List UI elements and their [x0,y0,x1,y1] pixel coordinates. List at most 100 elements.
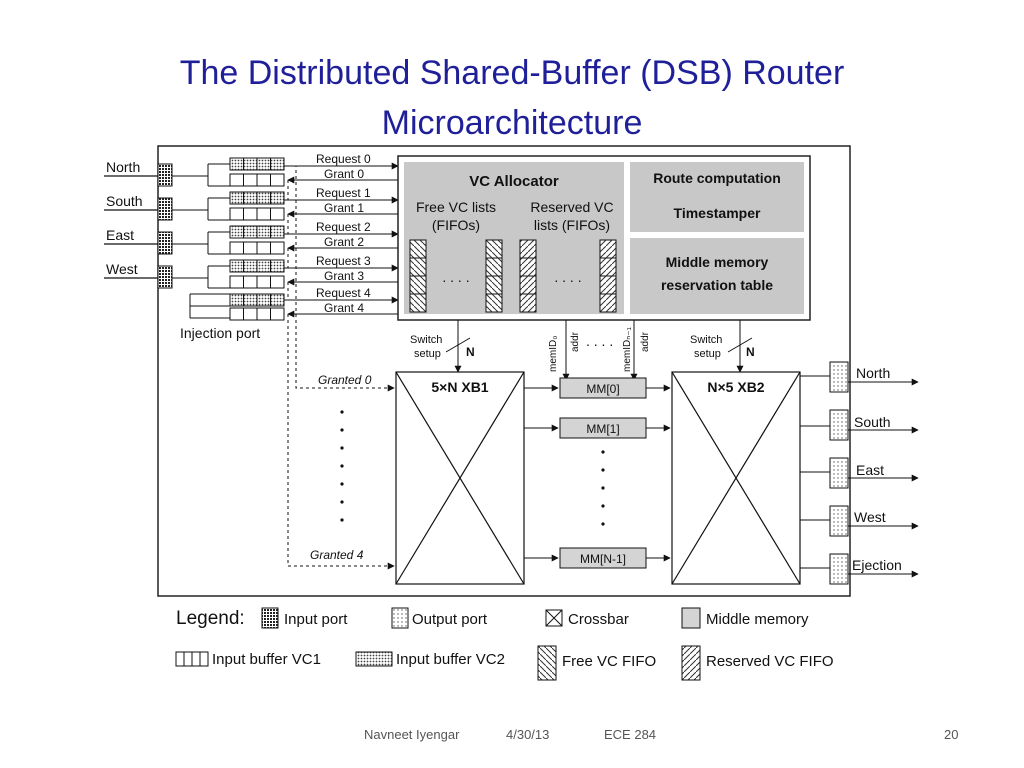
addr0-label: addr [570,331,581,352]
vc-allocator-title: VC Allocator [469,173,559,190]
xb1-label: 5×N XB1 [431,379,488,395]
granted-lines [287,165,395,570]
legend-crossbar-label: Crossbar [568,611,629,628]
middle-memory-n: MM[N-1] [559,547,647,569]
middle-memory-label: Middle memory [666,254,769,270]
legend-reserved-vc-fifo-label: Reserved VC FIFO [706,653,834,670]
input-port-box [157,231,173,255]
granted-0-label: Granted 0 [318,373,372,387]
timestamper-label: Timestamper [674,205,761,221]
reservation-table-label: reservation table [661,277,773,293]
legend-vc2-label: Input buffer VC2 [396,651,505,668]
granted-4-label: Granted 4 [310,548,364,562]
injection-port-label: Injection port [180,325,260,341]
middle-memory-1: MM[1] [559,417,647,439]
footer-date: 4/30/13 [506,727,550,742]
footer-course: ECE 284 [604,727,657,742]
reserved-vc-fifos [519,239,617,313]
legend-input-port-label: Input port [284,611,348,628]
vc-allocator-box [404,162,624,314]
output-port-label: North [856,365,890,381]
output-ports [800,361,919,585]
free-vc-label-1: Free VC lists [416,199,496,215]
input-port-label: West [106,261,138,277]
output-port-box [829,361,849,393]
legend-middle-memory-swatch [681,607,701,629]
legend-input-port-swatch [261,607,279,629]
middle-memory-label: MM[0] [586,382,619,396]
memory-reservation-box [630,238,804,314]
legend-output-port-swatch [391,607,409,629]
title-line-2: Microarchitecture [381,104,643,142]
free-vc-fifos [409,239,503,313]
output-port-box [829,409,849,441]
input-port-north: North [104,159,173,187]
memid0-label: memID₀ [548,336,559,372]
input-port-south: South [104,193,173,221]
output-port-box [829,505,849,537]
request-label: Request 2 [316,220,371,234]
legend-title: Legend: [176,608,245,629]
input-port-east: East [104,227,173,255]
footer-author: Navneet Iyengar [364,727,460,742]
title-line-1: The Distributed Shared-Buffer (DSB) Rout… [179,54,845,92]
memid-bus-dots: . . . . [586,333,613,349]
free-vc-label-2: (FIFOs) [432,217,480,233]
legend-free-vc-fifo-label: Free VC FIFO [562,653,656,670]
middle-memory-vertical-dots [601,450,605,526]
crossbar-xb1 [395,371,525,585]
grant-label: Grant 2 [324,235,364,249]
grant-label: Grant 1 [324,201,364,215]
middle-memory-label: MM[N-1] [580,552,626,566]
output-port-label: East [856,462,884,478]
switch-setup-label-2a: Switch [690,334,722,346]
input-buffers [229,157,285,321]
request-label: Request 4 [316,286,371,300]
output-port-labels: North South East West Ejection [852,365,902,573]
page-number: 20 [944,727,959,742]
reserved-vc-dots: . . . . [554,269,581,285]
output-port-label: South [854,414,891,430]
crossbar-xb2 [671,371,801,585]
input-port-label: South [106,193,143,209]
legend-middle-memory-label: Middle memory [706,611,809,628]
middle-memory-label: MM[1] [586,422,619,436]
legend-reserved-vc-fifo-swatch [681,645,701,681]
free-vc-dots: . . . . [442,269,469,285]
reserved-vc-label-2: lists (FIFOs) [534,217,610,233]
reserved-vc-label-1: Reserved VC [530,199,613,215]
router-boundary [157,145,851,597]
output-port-label: Ejection [852,557,902,573]
switch-setup-label-2b: setup [694,348,721,360]
request-grant-signals [284,162,399,318]
switch-setup-label-1a: Switch [410,334,442,346]
bus-width-label: N [746,345,755,359]
legend-vc1-label: Input buffer VC1 [212,651,321,668]
output-port-box [829,457,849,489]
grant-label: Grant 3 [324,269,364,283]
input-port-box [157,163,173,187]
output-port-label: West [854,509,886,525]
legend: Legend: Input port Output port Crossbar … [175,607,834,681]
input-port-box [157,197,173,221]
legend-output-port-label: Output port [412,611,488,628]
request-label: Request 1 [316,186,371,200]
input-port-label: North [106,159,140,175]
input-port-label: East [106,227,134,243]
switch-setup-label-1b: setup [414,348,441,360]
granted-vertical-dots [340,410,344,522]
addrn-label: addr [640,331,651,352]
port-buffer-connectors [172,163,230,319]
xb2-label: N×5 XB2 [707,379,764,395]
input-port-box [157,265,173,289]
bus-width-label: N [466,345,475,359]
slide-title: The Distributed Shared-Buffer (DSB) Rout… [0,48,1024,148]
legend-free-vc-fifo-swatch [537,645,557,681]
route-computation-label: Route computation [653,170,781,186]
grant-label: Grant 4 [324,301,364,315]
control-buses [445,320,753,381]
request-label: Request 0 [316,152,371,166]
request-grant-labels: Request 0 Grant 0 Request 1 Grant 1 Requ… [316,152,371,315]
input-port-west: West [104,261,173,289]
